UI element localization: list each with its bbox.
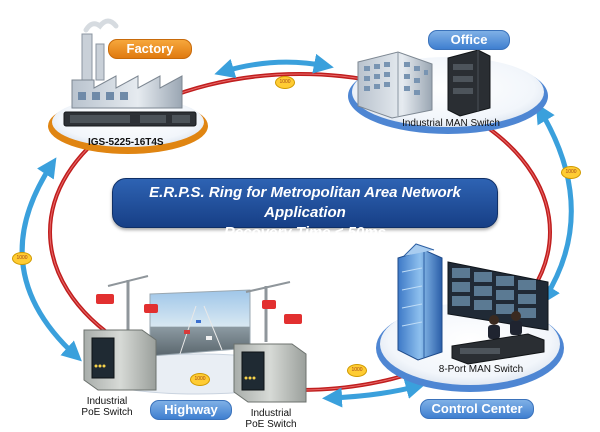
arrow-office-control — [535, 103, 574, 305]
right-poe-switch-caption: Industrial PoE Switch — [245, 408, 297, 430]
office-building-icon — [357, 51, 433, 119]
banner-subtitle: Recovery Time < 50ms — [224, 224, 386, 241]
highway-label: Highway — [150, 400, 232, 420]
factory-label: Factory — [108, 39, 192, 59]
link-badge-office-control: 1000 — [561, 166, 581, 179]
factory-node — [48, 18, 208, 154]
control-tower-icon — [397, 243, 443, 361]
link-badge-control-highway: 1000 — [347, 364, 367, 377]
arrow-factory-highway — [19, 157, 82, 362]
factory-switch-model: IGS-5225-16T4S — [88, 137, 164, 148]
left-cabinet-icon — [83, 329, 157, 391]
failover-arrows — [19, 53, 574, 408]
office-switch-icon — [447, 49, 491, 117]
video-wall-icon — [447, 261, 549, 331]
arrow-highway-control — [322, 379, 426, 408]
link-badge-factory-office: 1000 — [275, 76, 295, 89]
highway-node — [83, 275, 307, 403]
arrow-factory-office — [214, 53, 334, 79]
factory-switch-icon — [63, 111, 197, 127]
left-poe-switch-caption: Industrial PoE Switch — [81, 396, 133, 418]
left-camera-pole-icon — [96, 275, 158, 336]
right-cabinet-icon — [233, 343, 307, 403]
link-badge-highway-cabinets: 1000 — [190, 373, 210, 386]
control-switch-icon — [451, 333, 545, 365]
factory-building-icon — [71, 18, 183, 109]
right-camera-pole-icon — [245, 281, 302, 342]
link-badge-highway-factory: 1000 — [12, 252, 32, 265]
office-node — [348, 49, 548, 134]
banner-title: E.R.P.S. Ring for Metropolitan Area Netw… — [149, 184, 461, 221]
office-switch-caption: Industrial MAN Switch — [402, 118, 500, 129]
control-center-label: Control Center — [420, 399, 534, 419]
office-label: Office — [428, 30, 510, 50]
control-center-node — [376, 243, 564, 392]
erps-banner: E.R.P.S. Ring for Metropolitan Area Netw… — [112, 178, 498, 241]
operators-icon — [488, 311, 522, 339]
control-switch-caption: 8-Port MAN Switch — [438, 364, 524, 375]
